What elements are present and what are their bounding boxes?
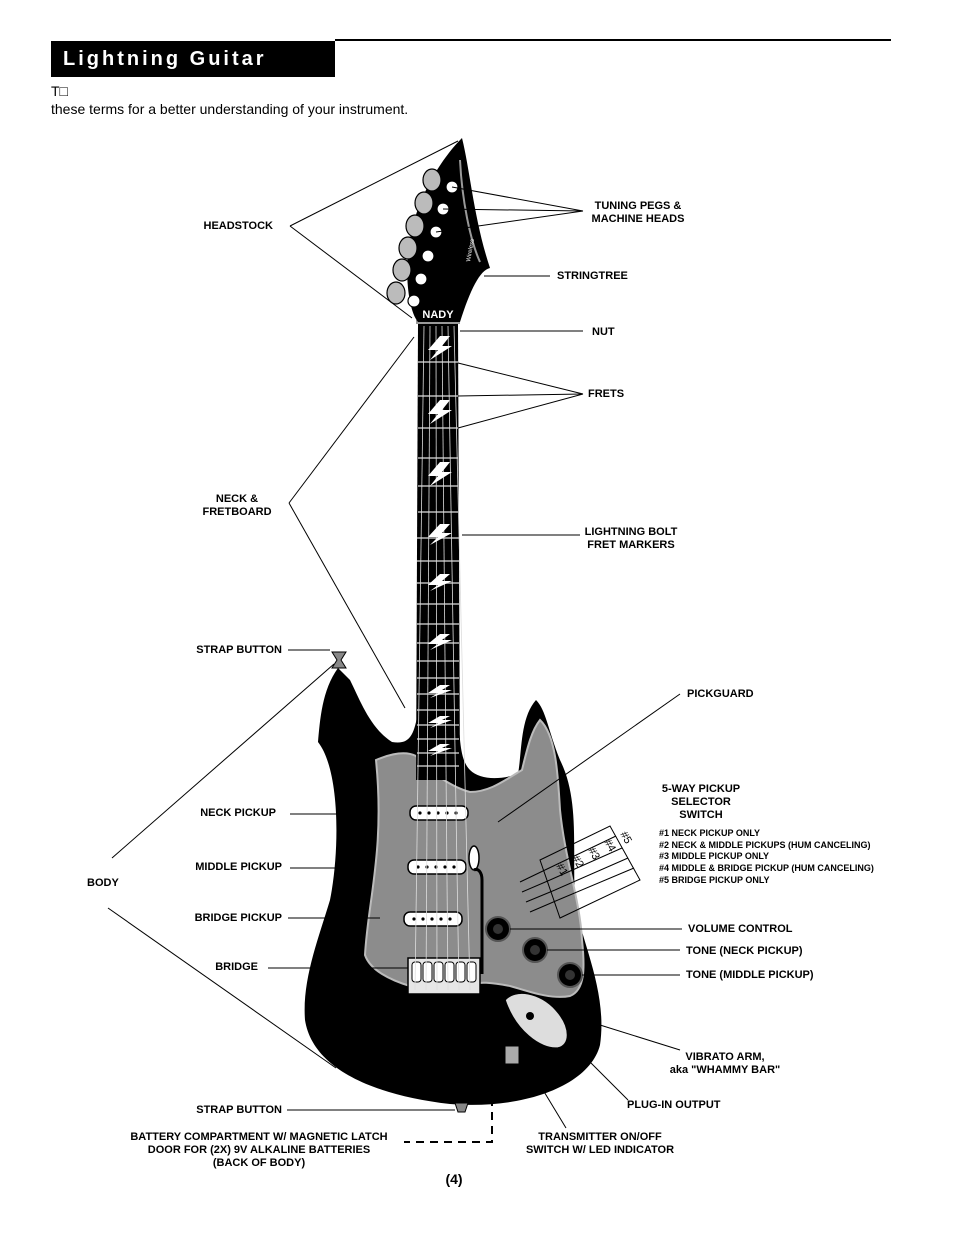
selector-knob <box>468 845 480 871</box>
strings <box>414 325 471 991</box>
label-bridge-pickup: BRIDGE PICKUP <box>194 912 282 924</box>
label-bridge: BRIDGE <box>215 961 258 973</box>
label-stringtree: STRINGTREE <box>557 270 628 282</box>
selector-position-2: #2 NECK & MIDDLE PICKUPS (HUM CANCELING) <box>659 839 871 850</box>
page-number: (4) <box>445 1171 463 1187</box>
label-tone-neck: TONE (NECK PICKUP) <box>686 945 803 957</box>
label-strap-button-top: STRAP BUTTON <box>196 644 282 656</box>
label-tone-middle: TONE (MIDDLE PICKUP) <box>686 969 814 981</box>
selector-position-5: #5 BRIDGE PICKUP ONLY <box>659 874 770 885</box>
battery-dashed-leader <box>404 1098 493 1143</box>
tuning-pegs <box>386 168 459 308</box>
selector-position-4: #4 MIDDLE & BRIDGE PICKUP (HUM CANCELING… <box>659 863 874 874</box>
leader-lines <box>107 140 682 1129</box>
label-neck-fretboard: NECK &FRETBOARD <box>202 493 272 518</box>
label-body: BODY <box>87 877 119 889</box>
selector-position-1: #1 NECK PICKUP ONLY <box>659 828 761 838</box>
svg-text:#2: #2 <box>569 854 586 871</box>
transmitter-switch <box>504 1045 520 1065</box>
label-neck-pickup: NECK PICKUP <box>200 807 276 819</box>
selector-positions-list: #1 NECK PICKUP ONLY #2 NECK & MIDDLE PIC… <box>659 828 874 887</box>
label-strap-button-bottom: STRAP BUTTON <box>196 1104 282 1116</box>
headstock-logo: NADY <box>422 309 454 321</box>
strap-button-bottom-shape <box>454 1102 469 1113</box>
selector-diagram <box>519 825 641 919</box>
selector-position-3: #3 MIDDLE PICKUP ONLY <box>659 851 770 862</box>
section-title: Lightning Guitar Parts <box>51 41 335 106</box>
selector-numbers: #1 #2 #3 #4 #5 <box>553 830 634 879</box>
label-volume-control: VOLUME CONTROL <box>688 923 793 935</box>
label-middle-pickup: MIDDLE PICKUP <box>195 861 282 873</box>
svg-text:#4: #4 <box>601 838 618 855</box>
title-rule <box>335 39 891 41</box>
intro-line-1: T□ <box>51 83 69 99</box>
label-frets: FRETS <box>588 388 625 400</box>
label-headstock: HEADSTOCK <box>203 220 273 232</box>
strap-button-top-shape <box>331 651 347 669</box>
label-nut: NUT <box>592 326 615 338</box>
intro-line-2: these terms for a better understanding o… <box>51 101 409 117</box>
svg-text:#1: #1 <box>553 862 570 879</box>
vibrato-arm <box>473 868 484 974</box>
svg-text:#3: #3 <box>585 846 602 863</box>
label-tuning-pegs: TUNING PEGS &MACHINE HEADS <box>591 200 685 225</box>
lightning-markers <box>428 336 452 756</box>
fretboard <box>416 324 460 780</box>
label-pickguard: PICKGUARD <box>687 688 754 700</box>
headstock-model: Wireless <box>466 239 476 263</box>
label-vibrato-arm: VIBRATO ARM,aka "WHAMMY BAR" <box>669 1051 781 1076</box>
svg-text:#5: #5 <box>617 830 634 847</box>
label-plug-in-output: PLUG-IN OUTPUT <box>627 1099 721 1111</box>
output-jack <box>504 992 569 1049</box>
